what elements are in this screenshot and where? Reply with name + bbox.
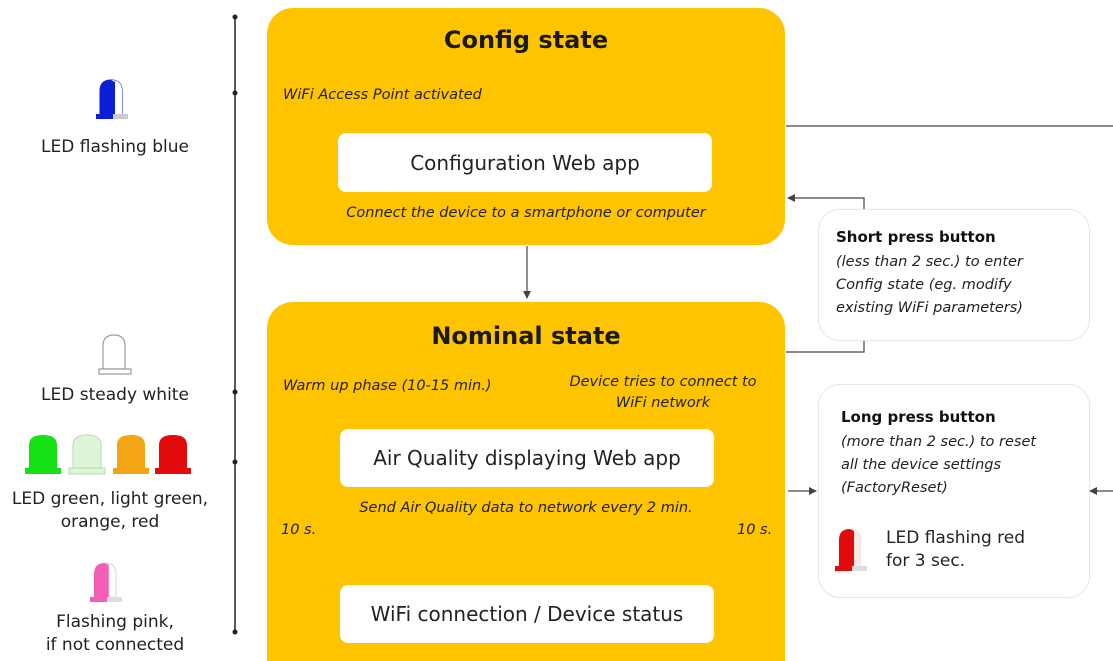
config-web-app-box: Configuration Web app <box>338 133 712 192</box>
short-press-line1: (less than 2 sec.) to enter <box>836 254 1023 270</box>
short-press-line3: existing WiFi parameters) <box>836 300 1023 316</box>
blue-led-icon <box>95 78 129 130</box>
red-led-icon <box>833 526 869 584</box>
red-led-icon-legend <box>155 435 191 474</box>
connect-note: Connect the device to a smartphone or co… <box>346 205 706 221</box>
timeline-dot <box>232 14 238 20</box>
led-pink-label: Flashing pink, if not connected <box>20 611 210 657</box>
short-press-body: (less than 2 sec.) to enter Config state… <box>836 251 1023 320</box>
multi-led-icons <box>25 432 195 482</box>
aq-web-app-box: Air Quality displaying Web app <box>340 429 714 487</box>
led-multi-line2: orange, red <box>60 512 160 532</box>
led-pink-line2: if not connected <box>45 635 185 655</box>
long-press-note: Long press button (more than 2 sec.) to … <box>818 384 1090 598</box>
white-led-icon <box>98 333 132 385</box>
config-state-box: Config state <box>267 8 785 245</box>
wifi-connect-note: Device tries to connect to WiFi network <box>548 372 778 414</box>
long-press-line3: (FactoryReset) <box>841 480 948 496</box>
long-press-line2: all the device settings <box>841 457 1002 473</box>
long-press-title: Long press button <box>841 408 996 426</box>
nominal-state-title: Nominal state <box>431 322 621 350</box>
led-pink-line1: Flashing pink, <box>56 612 174 632</box>
long-press-led-line1: LED flashing red <box>886 528 1026 548</box>
wifi-note-line2: WiFi network <box>615 395 711 411</box>
short-press-title: Short press button <box>836 228 996 246</box>
led-multi-line1: LED green, light green, <box>11 489 209 509</box>
long-press-led-line2: for 3 sec. <box>886 551 966 571</box>
orange-led-icon <box>113 435 149 474</box>
long-press-line1: (more than 2 sec.) to reset <box>841 434 1037 450</box>
light-green-led-icon <box>68 434 106 475</box>
right-interval-label: 10 s. <box>737 522 773 538</box>
led-blue-label: LED flashing blue <box>41 137 189 157</box>
short-press-note: Short press button (less than 2 sec.) to… <box>818 209 1090 341</box>
warmup-note: Warm up phase (10-15 min.) <box>283 378 492 394</box>
send-note: Send Air Quality data to network every 2… <box>359 500 693 516</box>
short-press-line2: Config state (eg. modify <box>836 277 1012 293</box>
led-multi-label: LED green, light green, orange, red <box>0 488 220 534</box>
wifi-note-line1: Device tries to connect to <box>569 374 757 390</box>
long-press-body: (more than 2 sec.) to reset all the devi… <box>841 431 1036 500</box>
long-press-led-text: LED flashing red for 3 sec. <box>886 527 1025 573</box>
timeline-dot <box>232 459 238 465</box>
green-led-icon <box>25 435 61 474</box>
config-state-title: Config state <box>443 26 609 54</box>
access-point-note: WiFi Access Point activated <box>283 87 482 103</box>
left-interval-label: 10 s. <box>281 522 317 538</box>
timeline-dot <box>232 90 238 96</box>
pink-led-icon <box>89 561 123 613</box>
led-white-label: LED steady white <box>41 385 189 405</box>
timeline-dot <box>232 389 238 395</box>
timeline-dot <box>232 629 238 635</box>
wifi-status-box: WiFi connection / Device status <box>340 585 714 643</box>
